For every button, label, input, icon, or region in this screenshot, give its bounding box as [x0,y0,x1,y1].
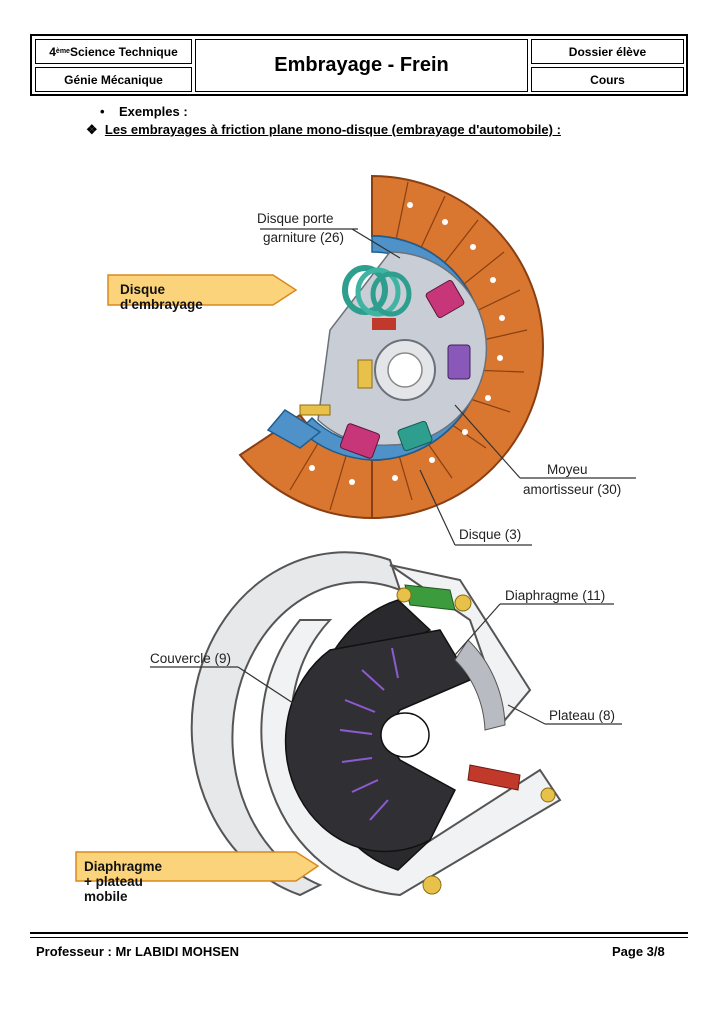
spring-pink-2 [339,423,381,459]
tag-disque-embrayage-text: Disque d'embrayage [120,282,203,312]
type-text: Cours [590,72,625,87]
footer-professor: Professeur : Mr LABIDI MOHSEN [36,944,239,959]
level-suffix: Science Technique [69,44,178,59]
label-moyeu-1: Moyeu [547,462,588,477]
type-cell: Cours [531,67,684,92]
footer-rule-thick [30,932,688,934]
pressure-plate-illustration [190,551,562,897]
footer-rule-thin [30,937,688,938]
level-prefix: 4 [49,44,56,59]
figure1-leaders [260,228,636,546]
cover [190,551,402,897]
section-subtitle: ❖ Les embrayages à friction plane mono-d… [86,122,561,138]
spring-teal-small [397,420,433,452]
footer-page-number: Page 3/8 [612,944,665,959]
page-title: Embrayage - Frein [274,54,449,76]
dossier-cell: Dossier élève [531,39,684,64]
label-plateau: Plateau (8) [549,708,616,723]
damper-spring [342,265,412,317]
label-moyeu-2: amortisseur (30) [523,482,622,497]
label-couvercle: Couvercle (9) [150,651,232,666]
label-disque-porte-2: garniture (26) [263,230,345,245]
label-disque-porte-1: Disque porte [257,211,334,226]
label-disque: Disque (3) [459,527,522,542]
diamond-marker-icon: ❖ [86,122,98,137]
spring-pink-1 [425,279,465,319]
level-sup: ème [55,48,70,55]
bullet-text: Exemples : [119,104,188,119]
tag-arrow-2 [75,851,320,882]
subject-cell: Génie Mécanique [35,67,192,92]
spring-purple [447,344,471,380]
subject-text: Génie Mécanique [64,72,163,87]
clutch-disc-illustration [238,174,544,520]
tag-arrow-1 [107,274,298,306]
bullet-exemples: • Exemples : [100,104,188,119]
tag-diaphragme-plateau-text: Diaphragme + plateau mobile [84,859,163,904]
title-cell: Embrayage - Frein [195,39,528,92]
label-diaphragme: Diaphragme (11) [505,588,606,603]
dossier-text: Dossier élève [568,44,647,59]
subtitle-text: Les embrayages à friction plane mono-dis… [104,122,561,137]
figure2-leaders [150,603,622,725]
